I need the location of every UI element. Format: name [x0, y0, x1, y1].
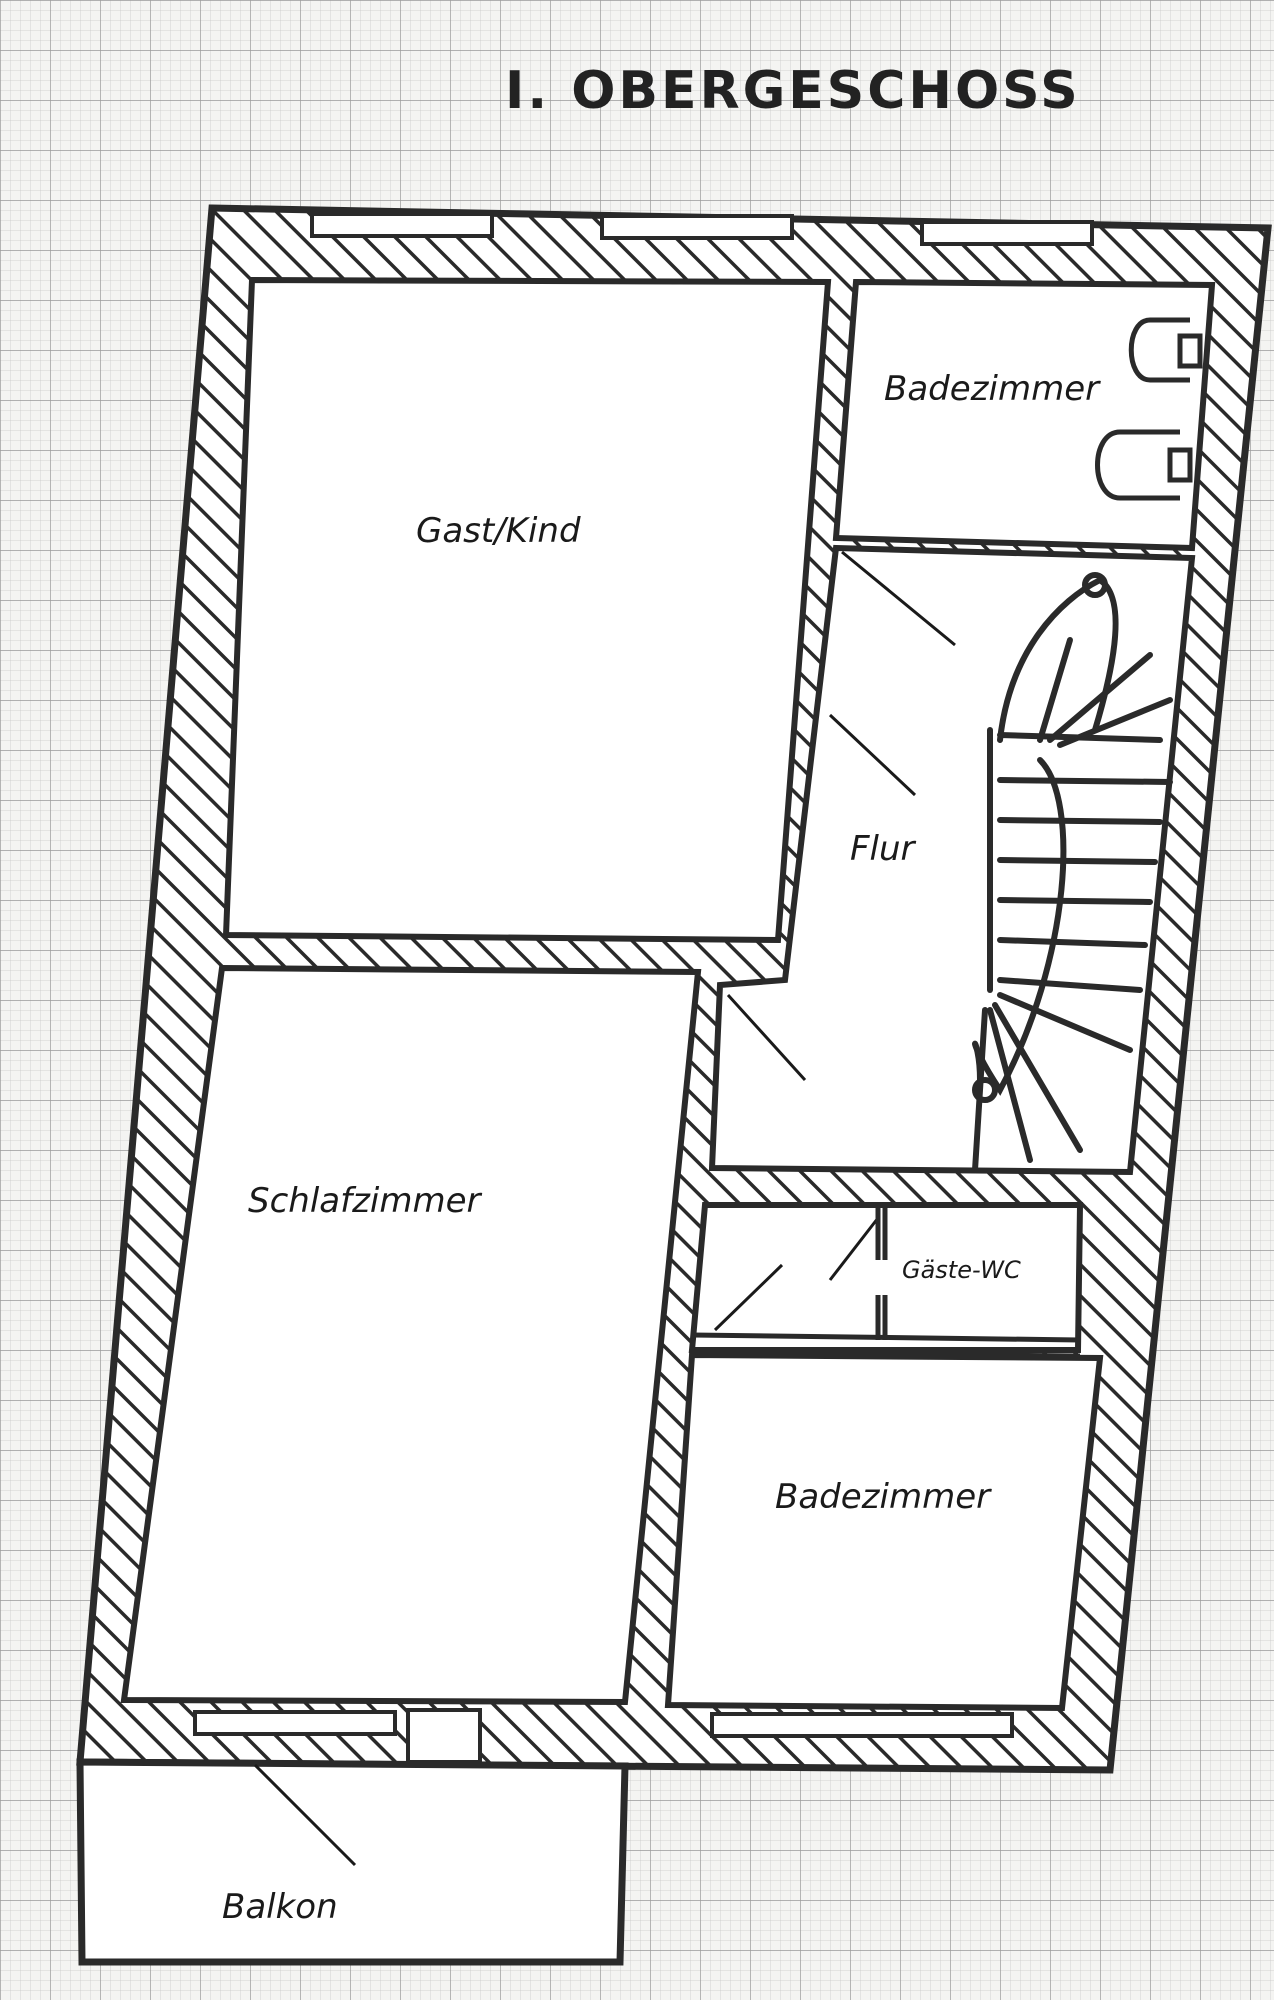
- room-schlafzimmer: [120, 964, 702, 1706]
- label-balkon: Balkon: [222, 1887, 338, 1927]
- windows: [193, 212, 1094, 1764]
- washbasin-icon: [1095, 429, 1193, 501]
- label-flur: Flur: [850, 829, 917, 869]
- label-gaeste-wc: Gäste-WC: [902, 1256, 1021, 1284]
- room-flur: [708, 544, 1196, 1176]
- label-badezimmer-bottom: Badezimmer: [775, 1477, 992, 1517]
- staircase: [972, 572, 1173, 1173]
- plan-title: I. OBERGESCHOSS: [505, 61, 1081, 121]
- room-gast-kind: [222, 276, 832, 944]
- wc-partition: [691, 1208, 1081, 1359]
- label-badezimmer-top: Badezimmer: [884, 369, 1101, 409]
- label-gast-kind: Gast/Kind: [416, 511, 581, 551]
- room-badezimmer-bottom: [664, 1351, 1104, 1712]
- toilet-icon: [1128, 317, 1203, 383]
- room-gaeste-wc: [688, 1202, 1084, 1353]
- door-swings: [253, 550, 956, 1867]
- label-schlafzimmer: Schlafzimmer: [248, 1181, 483, 1221]
